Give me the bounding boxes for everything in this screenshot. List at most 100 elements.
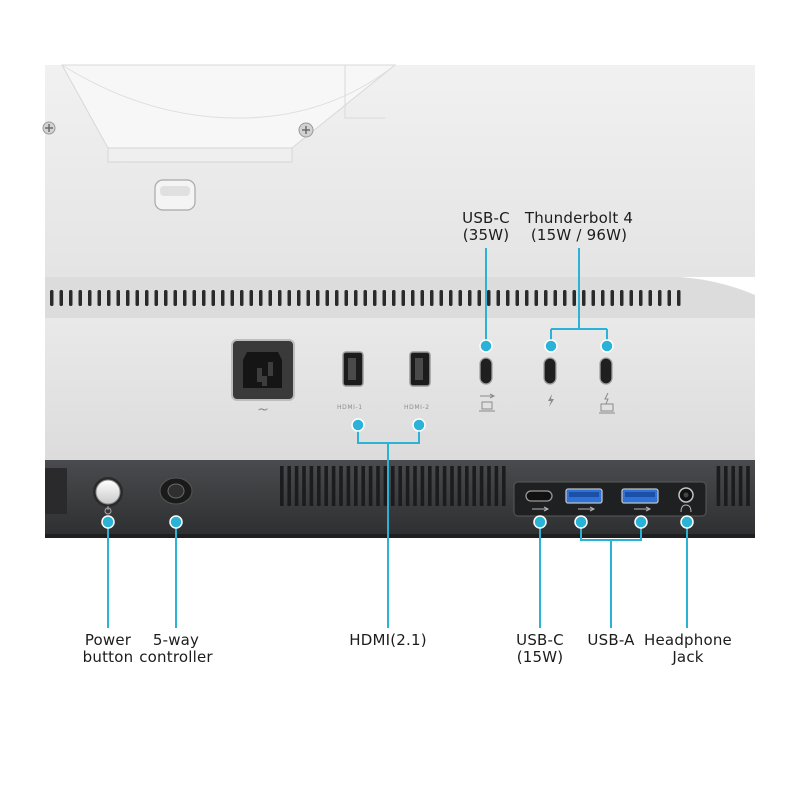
vent-slot — [173, 290, 177, 306]
vent-slot — [401, 290, 405, 306]
vent-slot — [601, 290, 605, 306]
vent-slot — [221, 290, 225, 306]
vent-slot — [88, 290, 92, 306]
vent-slot — [506, 290, 510, 306]
grille-slot — [487, 466, 491, 506]
vent-slot — [373, 290, 377, 306]
vent-slot — [287, 290, 291, 306]
vent-slot — [202, 290, 206, 306]
grille-slot — [716, 466, 721, 506]
vent-slot — [240, 290, 244, 306]
vent-slot — [297, 290, 301, 306]
grille-slot — [287, 466, 291, 506]
grille-slot — [346, 466, 351, 506]
vent-slot — [183, 290, 187, 306]
thunderbolt-laptop-icon — [599, 392, 615, 414]
grille-slot — [391, 466, 395, 506]
grille-slot — [398, 466, 402, 506]
grille-slot — [457, 466, 462, 506]
usba-port-1[interactable] — [565, 488, 603, 504]
vent-strip — [45, 277, 755, 318]
vent-slot — [639, 290, 643, 306]
callout-dots — [101, 339, 694, 529]
thunderbolt-icon — [548, 394, 554, 407]
vent-slot — [230, 290, 234, 306]
vent-slot — [78, 290, 82, 306]
grille-slot — [502, 466, 506, 506]
vent-slot — [316, 290, 320, 306]
vent-slot — [515, 290, 519, 306]
usb-laptop-icon — [479, 393, 496, 412]
vent-slot — [430, 290, 434, 306]
vent-slot — [97, 290, 101, 306]
vent-slot — [458, 290, 462, 306]
grille-slot — [354, 466, 358, 506]
grille-slot — [731, 466, 735, 506]
vent-slot — [449, 290, 453, 306]
vent-slot — [420, 290, 424, 306]
vent-slot — [544, 290, 548, 306]
thunderbolt-port-1[interactable] — [543, 357, 557, 385]
hdmi-2-port[interactable] — [409, 351, 431, 387]
vent-slot — [363, 290, 367, 306]
thunderbolt-port-2[interactable] — [599, 357, 613, 385]
grille-slot — [405, 466, 410, 506]
vent-slot — [468, 290, 472, 306]
grille-slot — [317, 466, 321, 506]
hdmi-1-port[interactable] — [342, 351, 364, 387]
left-screw — [42, 121, 56, 135]
vent-slot — [677, 290, 681, 306]
grille-slot — [376, 466, 380, 506]
grille-slot — [472, 466, 476, 506]
grille-slot — [494, 466, 499, 506]
grille-slot — [428, 466, 432, 506]
grille-slot — [420, 466, 425, 506]
label-usbc-15w: USB-C(15W) — [516, 631, 564, 666]
five-way-controller[interactable] — [159, 477, 193, 505]
vent-slot — [116, 290, 120, 306]
rear-port-panel — [45, 318, 755, 460]
vent-slot — [439, 290, 443, 306]
grille-slot — [294, 466, 299, 506]
grille-slot — [383, 466, 388, 506]
grille-slot — [280, 466, 284, 506]
headphone-jack[interactable] — [678, 487, 694, 503]
ac-power-inlet[interactable] — [231, 339, 295, 401]
vent-slot — [164, 290, 168, 306]
vent-slot — [382, 290, 386, 306]
hdmi-1-mark: HDMI-1 — [337, 404, 363, 411]
vent-slot — [107, 290, 111, 306]
vent-slot — [667, 290, 671, 306]
grille-slot — [738, 466, 743, 506]
vent-slot — [534, 290, 538, 306]
vent-slot — [50, 290, 54, 306]
vent-slot — [582, 290, 586, 306]
vent-slot — [154, 290, 158, 306]
usbc-35w-port[interactable] — [479, 357, 493, 385]
grille-slot — [450, 466, 454, 506]
power-button[interactable] — [93, 477, 123, 507]
vent-slot — [211, 290, 215, 306]
usba-port-2[interactable] — [621, 488, 659, 504]
vent-slot — [145, 290, 149, 306]
vent-slot — [259, 290, 263, 306]
grille-slot — [339, 466, 343, 506]
grille-slot — [413, 466, 417, 506]
vent-slot — [278, 290, 282, 306]
power-icon — [104, 506, 112, 515]
grille-slot — [465, 466, 469, 506]
vent-slot — [477, 290, 481, 306]
grille-slot — [368, 466, 373, 506]
usbc-15w-port[interactable] — [525, 490, 553, 502]
vent-slot — [392, 290, 396, 306]
vent-slot — [344, 290, 348, 306]
label-hdmi: HDMI(2.1) — [349, 631, 427, 649]
grille-slot — [302, 466, 306, 506]
vent-slot — [572, 290, 576, 306]
grille-slot — [324, 466, 328, 506]
vent-slot — [325, 290, 329, 306]
label-thunderbolt-4: Thunderbolt 4(15W / 96W) — [524, 209, 634, 244]
